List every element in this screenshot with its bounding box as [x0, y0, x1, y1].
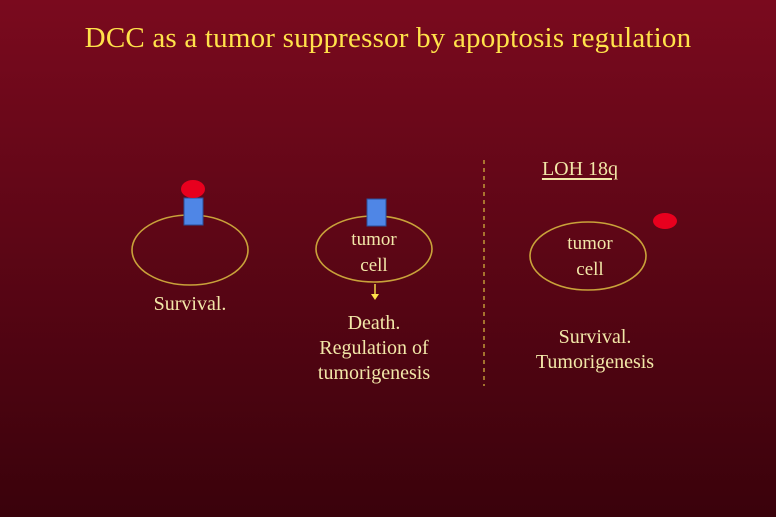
death-arrow-head [371, 294, 379, 300]
cell-label-3: tumor cell [540, 231, 640, 283]
cell-label-2-line-2: cell [360, 255, 388, 276]
cell-label-3-line-1: tumor [567, 233, 613, 254]
cell-label-3-line-2: cell [576, 259, 604, 280]
cell-label-2-line-1: tumor [351, 229, 397, 250]
outcome-3-line-1: Survival. [558, 326, 632, 348]
outcome-3-line-2: Tumorigenesis [535, 351, 655, 373]
outcome-2-line-1: Death. [347, 312, 401, 334]
netrin-ligand-1 [181, 180, 205, 198]
netrin-ligand-3 [653, 213, 677, 229]
cell-outline-3 [529, 221, 647, 291]
outcome-1-line-1: Survival. [153, 293, 227, 315]
slide-title: DCC as a tumor suppressor by apoptosis r… [84, 22, 692, 54]
loh-header: LOH 18q [541, 158, 619, 180]
dcc-receptor-1 [183, 197, 204, 226]
outcome-3: Survival. Tumorigenesis [515, 325, 675, 375]
dcc-receptor-2 [366, 198, 387, 227]
outcome-2-line-2: Regulation of [319, 337, 429, 359]
outcome-1: Survival. [130, 292, 250, 317]
outcome-2-line-3: tumorigenesis [317, 362, 431, 384]
outcome-2: Death. Regulation of tumorigenesis [294, 311, 454, 386]
cell-label-2: tumor cell [324, 227, 424, 279]
